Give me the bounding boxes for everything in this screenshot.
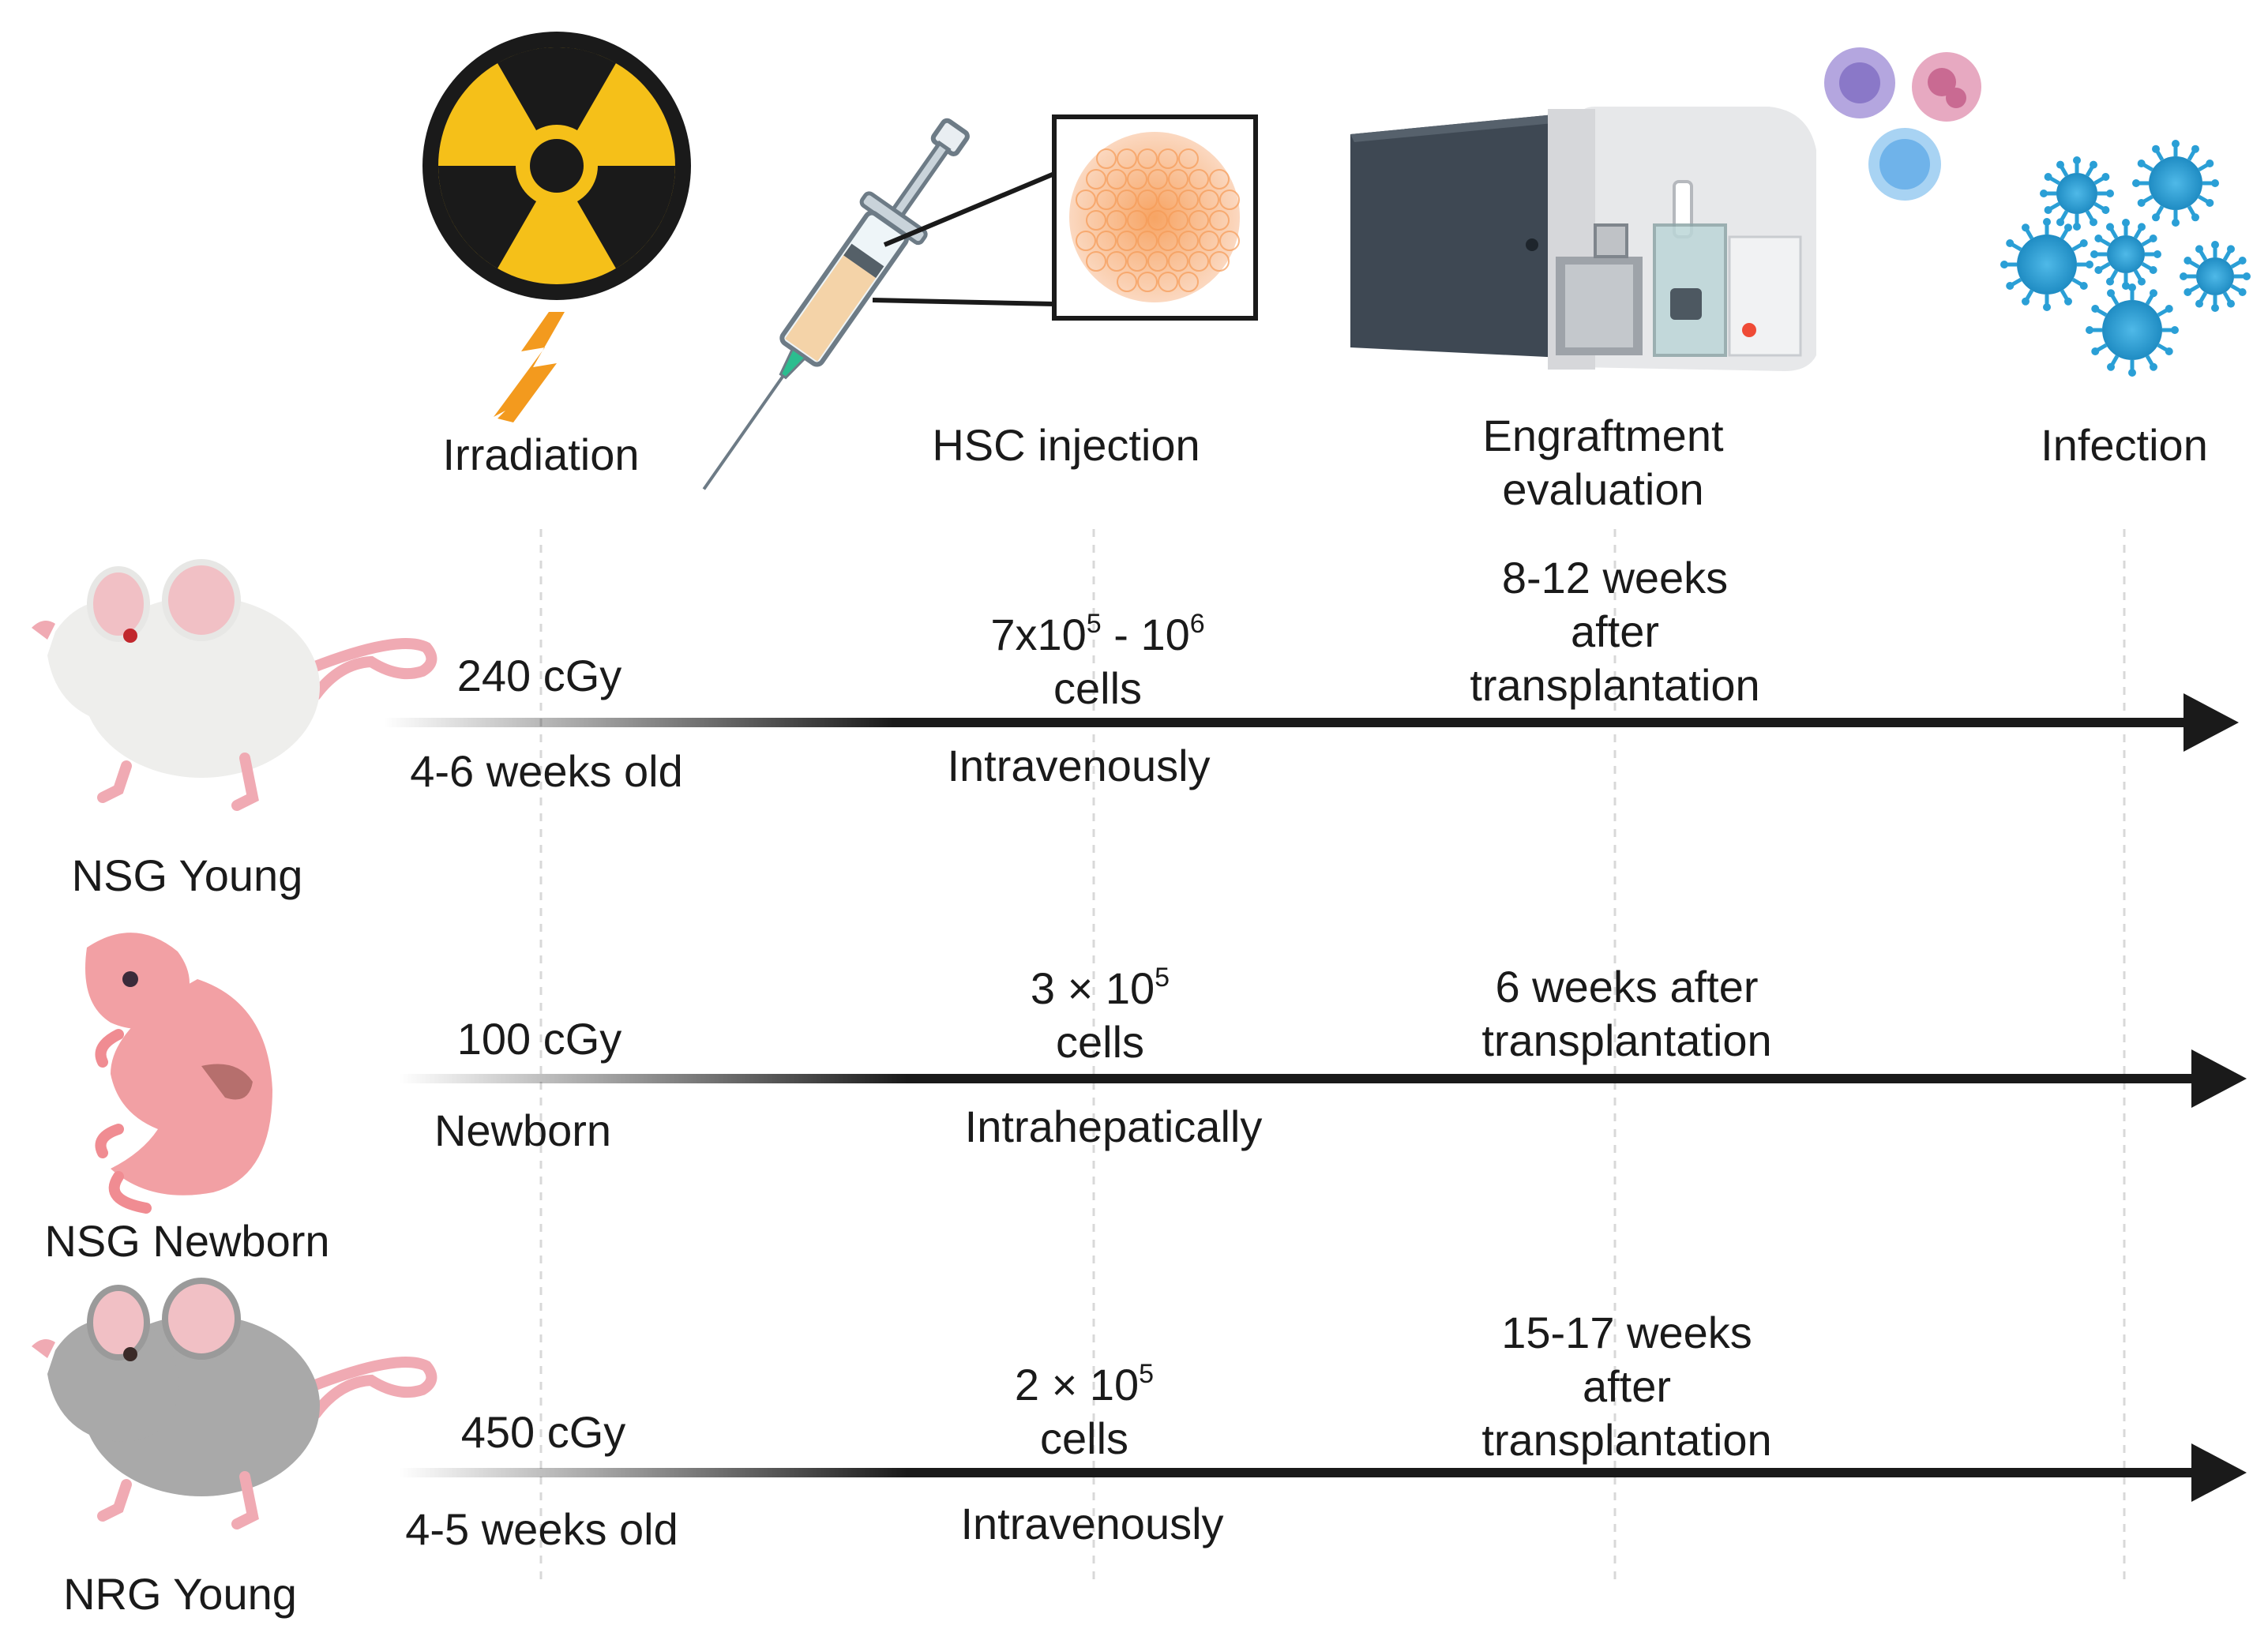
syringe-icon bbox=[702, 118, 970, 490]
eval-line1-nrg-young: 15-17 weeks bbox=[1501, 1308, 1752, 1357]
stage-label-irradiation: Irradiation bbox=[442, 430, 640, 479]
mouse-label-nsg-young: NSG Young bbox=[71, 850, 303, 900]
eval-line2-nsg-newborn: transplantation bbox=[1481, 1015, 1772, 1065]
immune-cells-icon bbox=[1824, 47, 1981, 201]
stage-label-engraftment-line1: Engraftment bbox=[1482, 411, 1724, 460]
cell-cluster-zoom bbox=[872, 114, 1258, 321]
row-eval-nrg-young: 15-17 weeks after transplantation bbox=[1481, 1306, 1771, 1467]
guide-lines bbox=[539, 529, 2126, 1579]
cells-count-nrg-young: 2 × 105 bbox=[1014, 1359, 1155, 1409]
cells-unit-nsg-young: cells bbox=[1053, 663, 1143, 713]
cells-count-nsg-newborn: 3 × 105 bbox=[1030, 963, 1170, 1013]
flow-cytometer-icon bbox=[1350, 107, 1816, 371]
mouse-icon-nrg-young bbox=[32, 1278, 437, 1530]
radiation-icon bbox=[422, 32, 691, 300]
mouse-label-nsg-newborn: NSG Newborn bbox=[44, 1216, 330, 1266]
stage-label-hsc-injection: HSC injection bbox=[932, 420, 1200, 470]
row-age-nsg-young: 4-6 weeks old bbox=[410, 746, 683, 796]
row-cells-nsg-newborn: 3 × 105 cells bbox=[1031, 962, 1170, 1069]
row-route-nrg-young: Intravenously bbox=[960, 1499, 1224, 1548]
mouse-icon-nsg-newborn bbox=[85, 933, 272, 1214]
row-cells-nrg-young: 2 × 105 cells bbox=[1015, 1358, 1154, 1466]
eval-line2-nrg-young: after bbox=[1582, 1361, 1672, 1411]
timeline-arrow-nsg-newborn bbox=[399, 1049, 2247, 1108]
row-route-nsg-newborn: Intrahepatically bbox=[964, 1102, 1263, 1151]
stage-label-engraftment: Engraftment evaluation bbox=[1482, 409, 1723, 516]
eval-line2-nsg-young: after bbox=[1570, 606, 1660, 656]
row-age-nsg-newborn: Newborn bbox=[434, 1105, 612, 1155]
row-dose-nsg-newborn: 100 cGy bbox=[456, 1014, 622, 1064]
row-dose-nrg-young: 450 cGy bbox=[460, 1407, 626, 1457]
row-eval-nsg-newborn: 6 weeks after transplantation bbox=[1481, 960, 1771, 1068]
row-route-nsg-young: Intravenously bbox=[947, 741, 1211, 790]
timeline-arrows bbox=[383, 693, 2247, 1502]
timeline-arrow-nrg-young bbox=[399, 1443, 2247, 1502]
virus-icon bbox=[2000, 140, 2251, 377]
mouse-icon-nsg-young bbox=[32, 559, 437, 811]
stage-label-engraftment-line2: evaluation bbox=[1502, 464, 1704, 514]
row-dose-nsg-young: 240 cGy bbox=[456, 651, 622, 700]
eval-line1-nsg-newborn: 6 weeks after bbox=[1495, 962, 1759, 1012]
eval-line1-nsg-young: 8-12 weeks bbox=[1501, 553, 1729, 602]
row-cells-nsg-young: 7x105 - 106 cells bbox=[990, 608, 1204, 715]
stage-label-infection: Infection bbox=[2041, 420, 2208, 470]
timeline-arrow-nsg-young bbox=[383, 693, 2239, 752]
cells-unit-nrg-young: cells bbox=[1039, 1413, 1129, 1463]
lightning-bolt-icon bbox=[494, 312, 565, 422]
cells-unit-nsg-newborn: cells bbox=[1055, 1017, 1145, 1067]
eval-line3-nrg-young: transplantation bbox=[1481, 1415, 1772, 1465]
row-age-nrg-young: 4-5 weeks old bbox=[405, 1504, 678, 1554]
cells-count-nsg-young: 7x105 - 106 bbox=[990, 609, 1205, 659]
cell-cluster-icon bbox=[1076, 148, 1240, 292]
row-eval-nsg-young: 8-12 weeks after transplantation bbox=[1470, 551, 1759, 712]
mouse-label-nrg-young: NRG Young bbox=[63, 1569, 297, 1619]
eval-line3-nsg-young: transplantation bbox=[1470, 660, 1760, 710]
